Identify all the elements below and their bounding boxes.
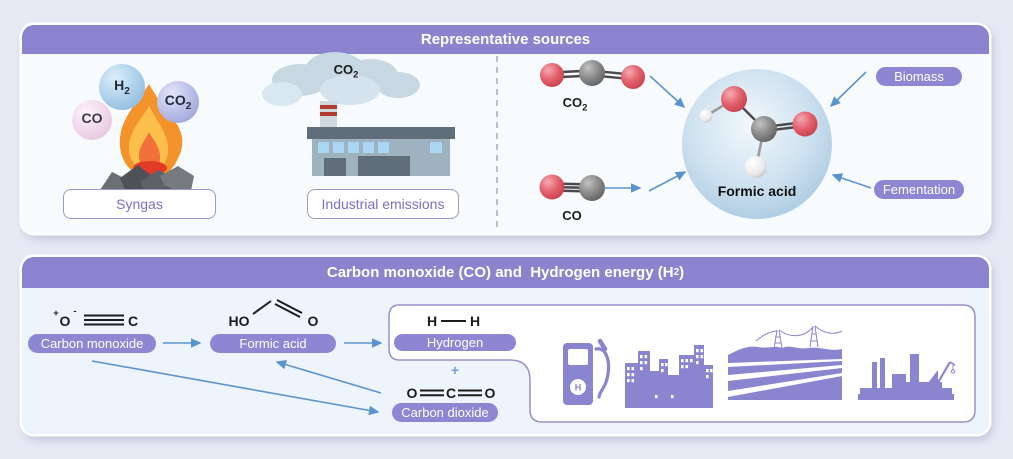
top-panel-header: Representative sources bbox=[22, 25, 989, 54]
bottom-panel-title-suffix: ) bbox=[679, 264, 685, 281]
bottom-panel-header: Carbon monoxide (CO) and Hydrogen energy… bbox=[22, 257, 989, 288]
carbon-dioxide-pill: Carbon dioxide bbox=[392, 403, 498, 422]
bottom-panel-body bbox=[22, 288, 989, 434]
top-panel-title: Representative sources bbox=[420, 31, 591, 48]
syngas-bubble-co2: CO2 bbox=[157, 81, 199, 123]
industrial-emissions-label-box: Industrial emissions bbox=[307, 189, 459, 219]
formic-acid-pill: Formic acid bbox=[210, 334, 336, 353]
syngas-bubble-co: CO bbox=[72, 100, 112, 140]
smoke-co2-label: CO2 bbox=[333, 62, 359, 81]
syngas-bubble-h2: H2 bbox=[99, 64, 145, 110]
co2-molecule-label: CO2 bbox=[562, 95, 588, 114]
bubble-co-label: CO bbox=[81, 110, 103, 127]
bottom-panel-title-sub: 2 bbox=[673, 267, 680, 278]
bubble-co2-label: CO2 bbox=[164, 92, 192, 112]
bottom-panel-title: Carbon monoxide (CO) and Hydrogen energy… bbox=[326, 264, 674, 281]
bubble-h2-label: H2 bbox=[114, 77, 130, 97]
carbon-monoxide-pill: Carbon monoxide bbox=[28, 334, 156, 353]
fermentation-pill: Fementation bbox=[874, 180, 964, 199]
syngas-label-box: Syngas bbox=[63, 189, 216, 219]
hydrogen-pill: Hydrogen bbox=[394, 334, 516, 351]
co-molecule-label: CO bbox=[562, 208, 582, 223]
biomass-pill: Biomass bbox=[876, 67, 962, 86]
formic-acid-caption: Formic acid bbox=[717, 183, 797, 199]
